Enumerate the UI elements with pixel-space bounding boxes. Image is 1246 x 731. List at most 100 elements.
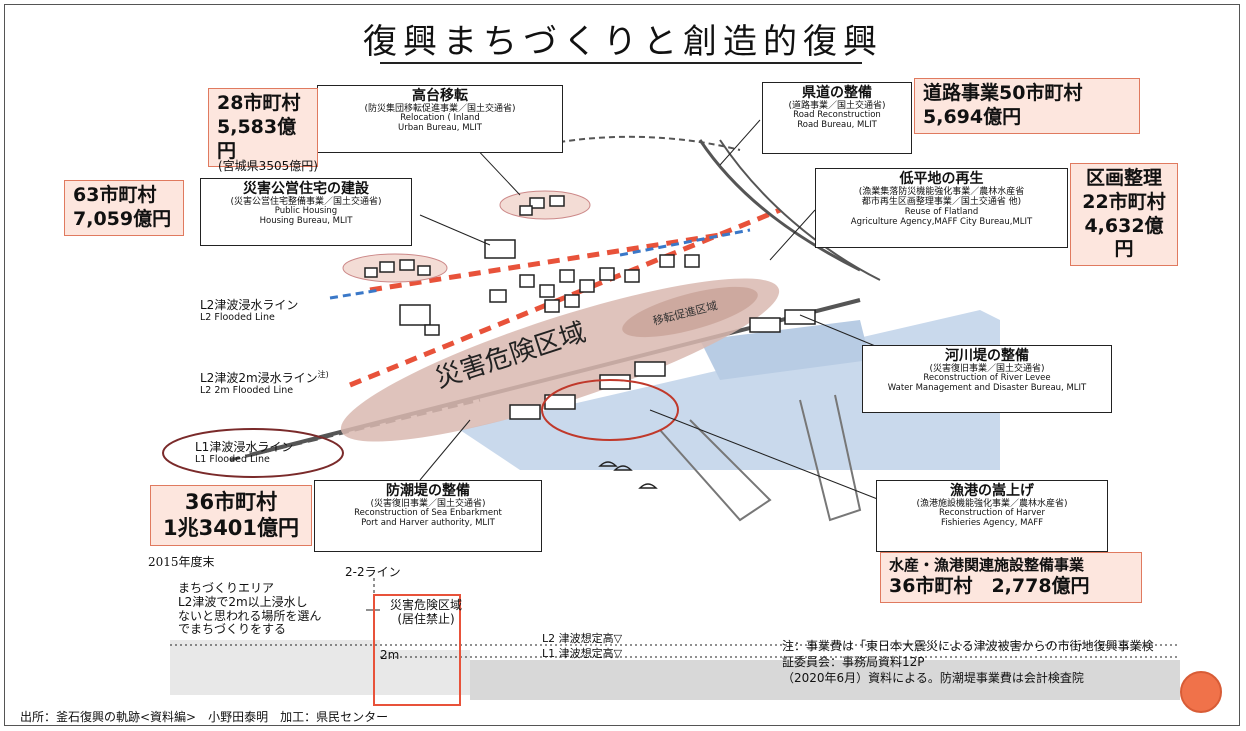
section-danger-title: 災害危険区域 [390, 598, 463, 612]
relocation-promo-ellipse [622, 286, 758, 338]
prefectural-road-amount: 道路事業50市町村 [923, 82, 1083, 104]
seawall-count: 36市町村 [184, 490, 278, 514]
seawall-amount-box: 36市町村 1兆3401億円 [150, 485, 312, 546]
l2-line-jp: L2津波浸水ライン [200, 298, 299, 312]
cost-note-line-2: 証委員会：事務局資料12P [782, 655, 925, 670]
source-credit: 出所：釜石復興の軌跡<資料編> 小野田泰明 加工：県民センター [20, 710, 389, 724]
section-danger-sub: (居住禁止) [397, 612, 455, 627]
public-housing-box: 災害公営住宅の建設 (災害公営住宅整備事業／国土交通省) Public Hous… [200, 178, 412, 246]
prefectural-road-en1: Road Reconstruction [793, 110, 881, 121]
boats [598, 461, 658, 489]
harbor-circle [541, 379, 679, 441]
lowland-amount: 4,632億円 [1084, 214, 1164, 261]
houses [364, 195, 816, 420]
cost-note-line-3: （2020年6月）資料による。防潮堤事業費は会計検査院 [782, 671, 1084, 686]
l2-2m-line-jp: L2津波2m浸水ライン [200, 371, 318, 385]
section-danger-label: 災害危険区域 (居住禁止) [390, 598, 462, 627]
l2-2m-line-label: L2津波2m浸水ライン注) L2 2m Flooded Line [200, 370, 329, 397]
public-housing-title: 災害公営住宅の建設 [243, 181, 369, 197]
prefectural-road-amount-box: 道路事業50市町村 5,694億円 [914, 78, 1140, 134]
hill-relocation-ellipse [499, 190, 591, 220]
prefectural-road-box: 県道の整備 (道路事業／国土交通省) Road Reconstruction R… [762, 82, 912, 154]
lowland-en2: Agriculture Agency,MAFF City Bureau,MLIT [850, 216, 1033, 227]
river-levee-title: 河川堤の整備 [945, 348, 1029, 364]
river-levee-sub: (災害復旧事業／国土交通省) [929, 364, 1045, 375]
relocation-amount-box: 28市町村 5,583億円 [208, 88, 318, 168]
title-underline [380, 62, 862, 64]
section-area-line-3: ないと思われる場所を選ん [178, 608, 322, 623]
prefectural-road-en2: Road Bureau, MLIT [797, 120, 877, 131]
section-area-text: まちづくりエリア L2津波で2m以上浸水し ないと思われる場所を選ん でまちづく… [178, 581, 322, 637]
river-levee-en2: Water Management and Disaster Bureau, ML… [887, 383, 1087, 394]
seawall-en2: Port and Harver authority, MLIT [361, 518, 495, 529]
public-housing-amount-box: 63市町村 7,059億円 [64, 180, 184, 236]
harbor-box: 漁港の嵩上げ (漁港施設機能強化事業／農林水産省) Reconstruction… [876, 480, 1108, 552]
river-levee-box: 河川堤の整備 (災害復旧事業／国土交通省) Reconstruction of … [862, 345, 1112, 413]
prefectural-road-sub: (道路事業／国土交通省) [788, 101, 886, 112]
lowland-label: 区画整理 [1085, 167, 1162, 189]
l2-2m-line-en: L2 2m Flooded Line [200, 385, 294, 397]
section-line-label: 2-2ライン [345, 565, 401, 579]
l2-line-label: L2津波浸水ライン L2 Flooded Line [200, 298, 298, 324]
seawall-as-of: 2015年度末 [148, 555, 215, 569]
road-1 [698, 139, 861, 272]
lowland-amount-box: 区画整理 22市町村 4,632億円 [1070, 163, 1178, 266]
seawall-title: 防潮堤の整備 [386, 483, 470, 499]
l1-label-ellipse [162, 428, 344, 478]
l2-line-en: L2 Flooded Line [200, 312, 275, 324]
lowland-title: 低平地の再生 [899, 171, 984, 187]
section-area-line-1: まちづくりエリア [178, 581, 275, 595]
road-2 [719, 139, 881, 281]
relocation-sub: (防災集団移転促進事業／国土交通省) [364, 104, 516, 115]
l1-line-en: L1 Flooded Line [195, 454, 270, 466]
housing-cluster-ellipse [342, 253, 448, 283]
public-housing-count: 63市町村 [73, 184, 157, 206]
public-housing-sub: (災害公営住宅整備事業／国土交通省) [230, 197, 382, 208]
river-levee-en1: Reconstruction of River Levee [923, 373, 1051, 384]
cost-note-line-1: 注：事業費は「東日本大震災による津波被害からの市街地復興事業検 [782, 639, 1154, 653]
seawall-box: 防潮堤の整備 (災害復旧事業／国土交通省) Reconstruction of … [314, 480, 542, 552]
pier-1 [659, 419, 772, 522]
relocation-count: 28市町村 [217, 92, 301, 114]
relocation-note: (宮城県3505億円) [218, 159, 318, 173]
page-title: 復興まちづくりと創造的復興 [363, 22, 883, 62]
public-housing-en1: Public Housing [274, 206, 338, 217]
harbor-title: 漁港の嵩上げ [950, 483, 1034, 499]
section-area-line-2: L2津波で2m以上浸水し [178, 594, 308, 609]
l2-line-blue-2 [619, 228, 751, 257]
harbor-label: 水産・漁港関連施設整備事業 [889, 556, 1085, 574]
lowland-box: 低平地の再生 (漁業集落防災機能強化事業／農林水産省 都市再生区画整理事業／国土… [815, 168, 1068, 248]
section-area-line-4: でまちづくりをする [178, 622, 287, 637]
relocation-title: 高台移転 [412, 88, 468, 104]
section-depth: 2m [380, 648, 400, 662]
seawall-en1: Reconstruction of Sea Enbarkment [354, 508, 502, 519]
relocation-box: 高台移転 (防災集団移転促進事業／国土交通省) Relocation ( Inl… [317, 85, 563, 153]
prefectural-road-title: 県道の整備 [802, 85, 872, 101]
l2-2m-line-note: 注) [317, 370, 329, 379]
prefectural-road-amount2: 5,694億円 [923, 105, 1022, 128]
l2-line-blue [329, 288, 381, 300]
relocation-amount: 5,583億円 [217, 115, 297, 162]
harbor-sub: (漁港施設機能強化事業／農林水産省) [916, 499, 1068, 510]
lowland-en1: Reuse of Flatland [904, 206, 979, 217]
lowland-sub1: (漁業集落防災機能強化事業／農林水産省 [858, 187, 1025, 198]
harbor-en1: Reconstruction of Harver [938, 508, 1046, 519]
harbor-water [700, 320, 870, 380]
lowland-sub2: 都市再生区画整理事業／国土交通省 他) [861, 197, 1022, 208]
l1-line-jp: L1津波浸水ライン [195, 440, 294, 454]
cost-note: 注：事業費は「東日本大震災による津波被害からの市街地復興事業検 証委員会：事務局… [782, 638, 1154, 687]
l1-line-label: L1津波浸水ライン L1 Flooded Line [195, 440, 293, 466]
page-frame [4, 4, 1240, 726]
relocation-en1: Relocation ( Inland [400, 113, 480, 124]
relocation-en2: Urban Bureau, MLIT [398, 123, 482, 134]
harbor-en2: Fishieries Agency, MAFF [940, 518, 1044, 529]
stamp-circle [1180, 671, 1222, 713]
public-housing-amount: 7,059億円 [73, 207, 172, 230]
pier-2 [799, 394, 862, 522]
public-housing-en2: Housing Bureau, MLIT [259, 216, 353, 227]
harbor-amount-box: 水産・漁港関連施設整備事業 36市町村 2,778億円 [880, 552, 1142, 603]
section-l2-level: L2 津波想定高▽ [542, 632, 623, 645]
seawall-amount: 1兆3401億円 [162, 516, 300, 541]
section-l1-level: L1 津波想定高▽ [542, 647, 623, 660]
